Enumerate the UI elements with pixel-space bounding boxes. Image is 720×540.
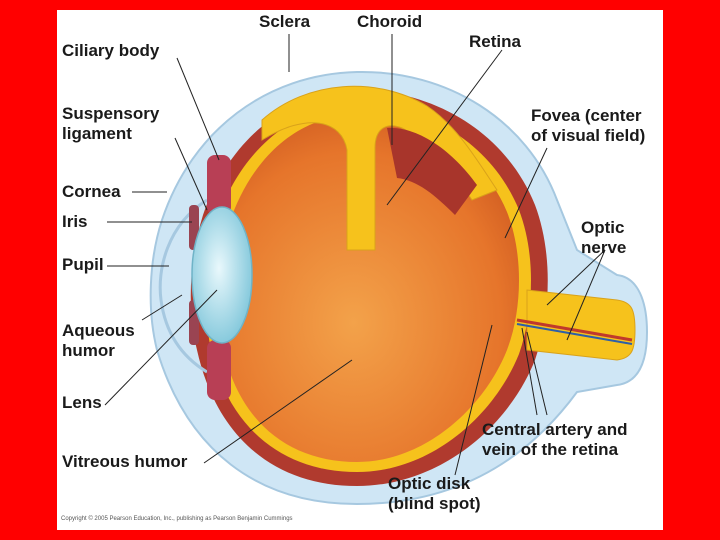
label-retina: Retina bbox=[469, 32, 521, 51]
label-central-artery: Central artery and vein of the retina bbox=[482, 420, 628, 459]
central-vessel-blue bbox=[516, 323, 633, 345]
label-optic-disk: Optic disk (blind spot) bbox=[388, 474, 481, 513]
ciliary-body-shape bbox=[207, 155, 231, 215]
label-pupil: Pupil bbox=[62, 255, 104, 274]
label-optic-nerve: Optic nerve bbox=[581, 218, 627, 257]
optic-nerve bbox=[526, 289, 636, 361]
label-vitreous-humor: Vitreous humor bbox=[62, 452, 188, 471]
eye-cross-section bbox=[104, 34, 649, 506]
label-iris: Iris bbox=[62, 212, 88, 231]
label-suspensory-ligament: Suspensory ligament bbox=[62, 104, 160, 143]
label-ciliary-body: Ciliary body bbox=[62, 41, 160, 60]
copyright-text: Copyright © 2005 Pearson Education, Inc.… bbox=[61, 516, 293, 522]
label-cornea: Cornea bbox=[62, 182, 121, 201]
label-aqueous-humor: Aqueous humor bbox=[62, 321, 135, 360]
lens-shape bbox=[191, 206, 253, 344]
leader-lines bbox=[104, 34, 606, 476]
choroid-flap bbox=[387, 127, 477, 215]
ciliary-body-lower bbox=[207, 340, 231, 400]
label-sclera: Sclera bbox=[259, 12, 311, 31]
label-fovea: Fovea (center of visual field) bbox=[531, 106, 646, 145]
label-choroid: Choroid bbox=[357, 12, 423, 31]
label-lens: Lens bbox=[62, 393, 102, 412]
cornea-shape bbox=[158, 198, 208, 374]
diagram-panel: Sclera Choroid Retina Ciliary body Suspe… bbox=[57, 10, 663, 530]
central-vessel bbox=[516, 318, 633, 342]
